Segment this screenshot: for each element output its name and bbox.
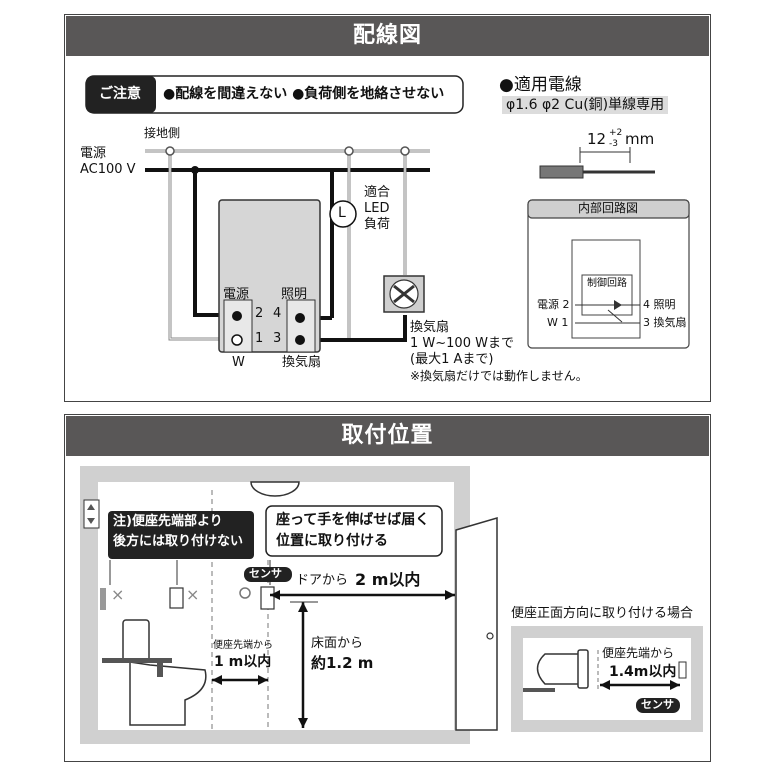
strip-tol-plus: +2 — [609, 128, 623, 138]
front-distance-value: 1.4m以内 — [609, 664, 677, 680]
floor-height-label: 床面から — [311, 636, 364, 651]
internal-left-1: 電源 2 — [537, 298, 570, 311]
internal-right-1: 4 照明 — [643, 298, 676, 311]
terminal-power-label: 電源 — [223, 287, 250, 302]
floor-height-value: 約1.2 m — [311, 654, 374, 672]
terminal-4: 4 — [273, 306, 282, 321]
svg-text:×: × — [111, 585, 124, 604]
wiring-title: 配線図 — [66, 16, 709, 56]
reach-line-2: 位置に取り付ける — [276, 533, 388, 549]
terminal-3: 3 — [273, 331, 282, 346]
internal-circuit-title: 内部回路図 — [578, 201, 639, 215]
fan-label: 換気扇 — [410, 320, 450, 335]
front-distance-label: 便座先端から — [602, 646, 675, 660]
fan-spec-1: 1 W~100 Wまで — [410, 336, 514, 351]
led-label-1: 適合 — [364, 185, 391, 200]
front-sensor-badge: センサ — [641, 698, 674, 711]
internal-right-2: 3 換気扇 — [643, 316, 687, 329]
note-line-1: 注)便座先端部より — [113, 514, 223, 529]
door-distance-value: 2 m以内 — [355, 570, 421, 589]
led-label-3: 負荷 — [364, 217, 391, 232]
cable-title: ●適用電線 — [499, 75, 582, 95]
led-letter: L — [338, 205, 346, 221]
led-label-2: LED — [364, 201, 390, 216]
fan-spec-2: (最大1 Aまで) — [410, 352, 494, 367]
fan-note: ※換気扇だけでは動作しません。 — [410, 369, 588, 383]
strip-unit: mm — [625, 130, 655, 148]
terminal-w-label: W — [232, 355, 245, 370]
internal-ctrl-label: 制御回路 — [587, 278, 627, 289]
internal-left-2: W 1 — [547, 316, 569, 329]
strip-tol-minus: -3 — [609, 139, 618, 149]
seat-distance-label: 便座先端から — [213, 640, 273, 651]
terminal-2: 2 — [255, 306, 264, 321]
sensor-badge: センサ — [249, 567, 282, 580]
ground-side-label: 接地側 — [144, 126, 181, 140]
door-distance-prefix: ドアから — [296, 573, 349, 588]
terminal-fan-label: 換気扇 — [282, 355, 322, 370]
power-voltage: AC100 V — [80, 162, 136, 177]
power-label: 電源 — [80, 146, 107, 161]
mounting-title: 取付位置 — [66, 416, 709, 456]
seat-distance-value: 1 m以内 — [214, 654, 272, 670]
caution-text: ●配線を間違えない ●負荷側を地絡させない — [163, 86, 445, 102]
front-mount-title: 便座正面方向に取り付ける場合 — [511, 606, 694, 621]
reach-line-1: 座って手を伸ばせば届く — [276, 512, 430, 528]
terminal-light-label: 照明 — [281, 287, 308, 302]
svg-text:×: × — [186, 585, 199, 604]
strip-base: 12 — [587, 130, 607, 148]
note-line-2: 後方には取り付けない — [113, 534, 244, 549]
terminal-1: 1 — [255, 331, 264, 346]
cable-spec: φ1.6 φ2 Cu(銅)単線専用 — [502, 96, 669, 115]
caution-label: ご注意 — [99, 86, 141, 102]
